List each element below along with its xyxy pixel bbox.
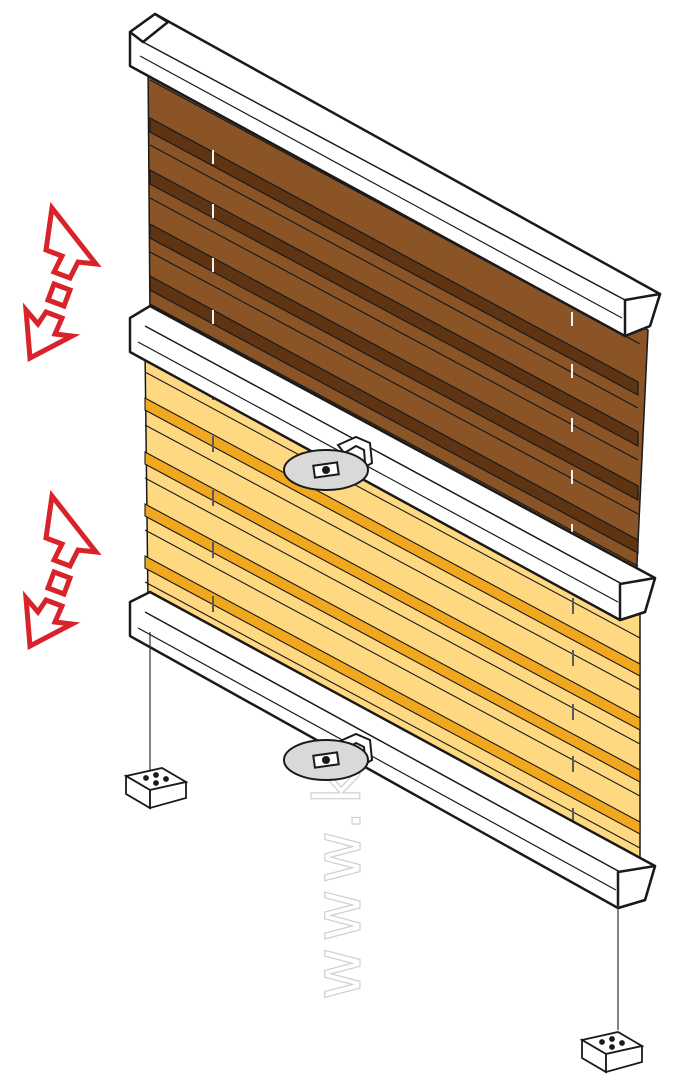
upper-pleated-fabric [147,60,649,587]
lower-pleated-fabric [144,346,641,872]
top-head-rail [128,12,662,338]
lower-pleat-folds [144,371,641,849]
lower-double-arrow-icon [22,489,102,650]
left-cord-weight [123,767,189,810]
middle-rail-handle [283,435,374,491]
right-cord-weight [579,1031,645,1074]
bottom-rail [128,590,657,910]
lower-cord-holes [212,384,574,824]
tension-cords [149,632,619,1030]
upper-pleat-folds [149,79,641,567]
bottom-rail-handle [283,732,374,781]
middle-rail [128,304,657,622]
upper-double-arrow-icon [22,201,102,362]
